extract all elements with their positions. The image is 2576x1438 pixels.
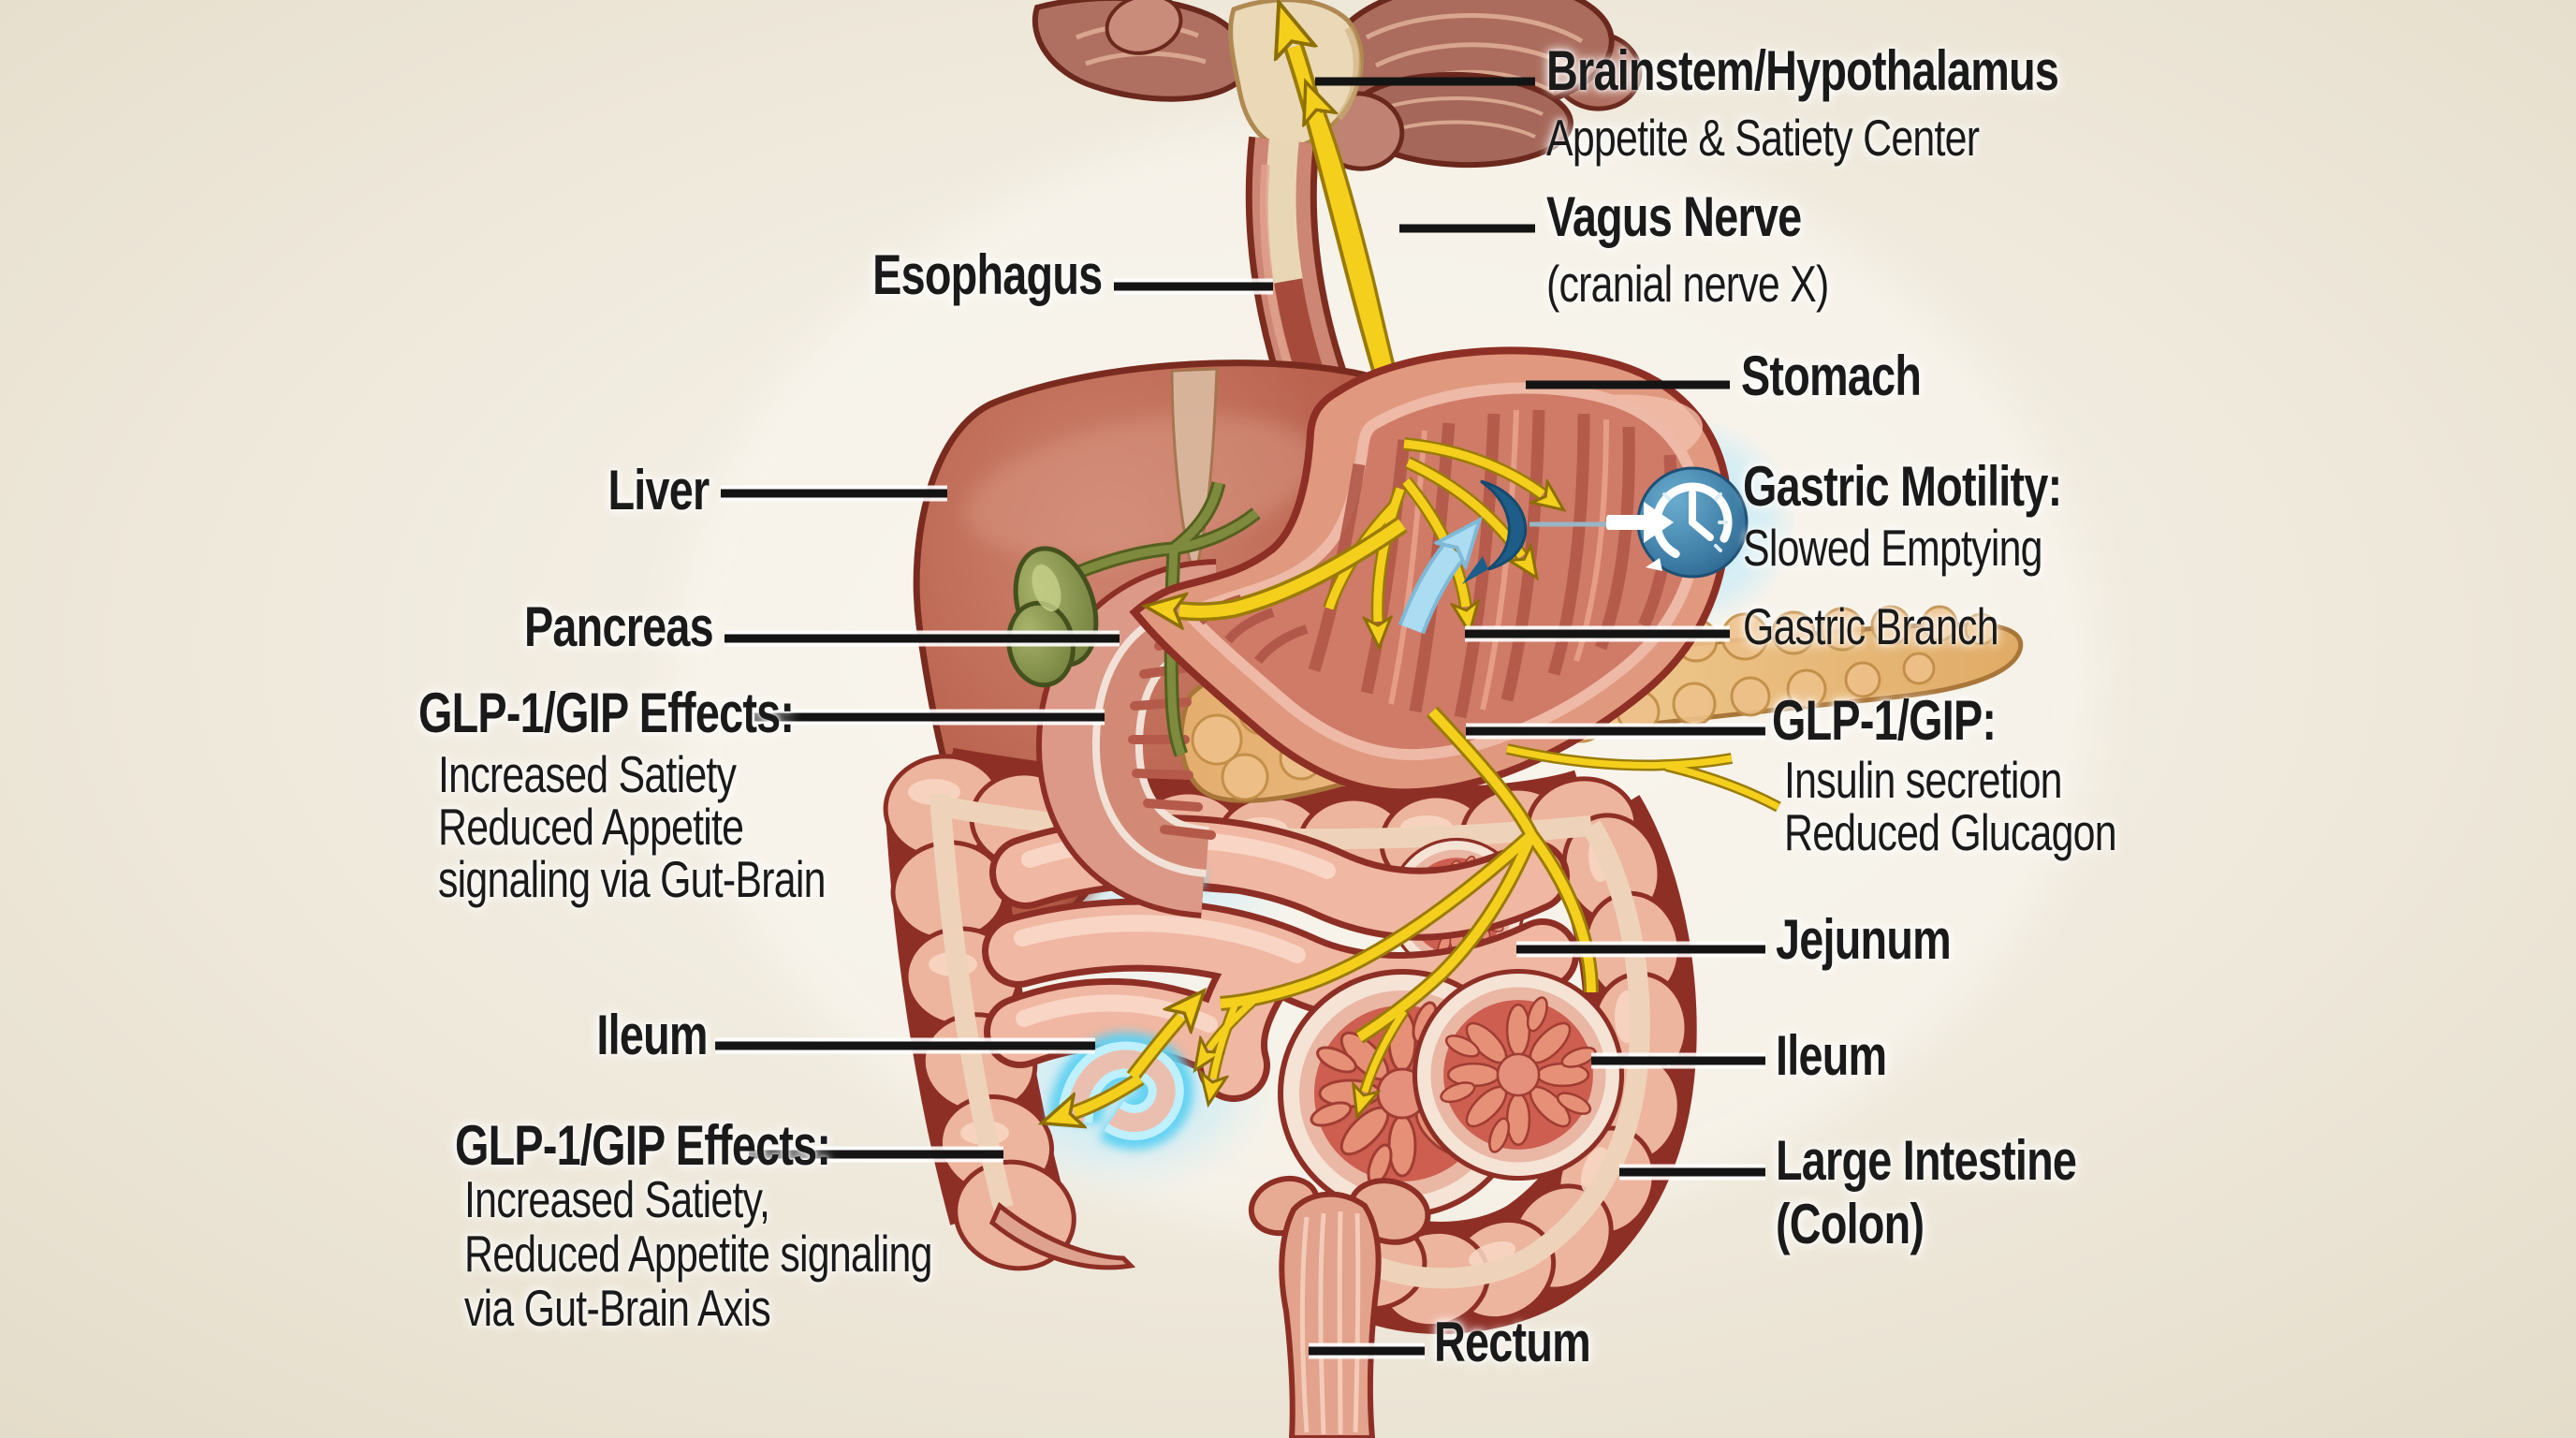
label-gastric-motility-subtitle: Slowed Emptying bbox=[1743, 519, 2043, 577]
dark-blue-crescent-arrow bbox=[1480, 479, 1527, 571]
clock-icon bbox=[1530, 466, 1749, 579]
label-glp1-upper-title: GLP-1/GIP Effects: bbox=[418, 682, 795, 744]
label-large-intestine-subtitle: (Colon) bbox=[1776, 1193, 1925, 1255]
clock-entry-arrow bbox=[1606, 515, 1647, 530]
label-glp1-upper-line2: Reduced Appetite bbox=[438, 798, 744, 856]
label-glp1-right-title: GLP-1/GIP: bbox=[1772, 689, 1997, 752]
label-brainstem-title: Brainstem/Hypothalamus bbox=[1546, 39, 2059, 102]
label-pancreas: Pancreas bbox=[524, 595, 714, 658]
label-glp1-lower-title: GLP-1/GIP Effects: bbox=[455, 1114, 831, 1177]
label-glp1-lower-line3: via Gut-Brain Axis bbox=[464, 1279, 771, 1337]
label-gastric-motility-title: Gastric Motility: bbox=[1743, 455, 2062, 518]
label-vagus-subtitle: (cranial nerve X) bbox=[1546, 255, 1829, 313]
label-jejunum: Jejunum bbox=[1776, 908, 1952, 971]
light-blue-up-arrow bbox=[1401, 550, 1455, 633]
gastric-branch-nerve bbox=[1179, 519, 1406, 611]
label-glp1-lower-line1: Increased Satiety, bbox=[464, 1170, 770, 1228]
slowed-emptying-arrows bbox=[1398, 479, 1527, 635]
label-ileum-left: Ileum bbox=[596, 1004, 709, 1066]
label-esophagus: Esophagus bbox=[871, 243, 1103, 306]
label-glp1-right-line2: Reduced Glucagon bbox=[1784, 803, 2117, 861]
label-large-intestine-title: Large Intestine bbox=[1776, 1129, 2077, 1192]
label-glp1-upper-line3: signaling via Gut-Brain bbox=[438, 850, 826, 908]
label-ileum-right: Ileum bbox=[1776, 1024, 1887, 1087]
esophagus-illustration bbox=[1245, 136, 1349, 398]
gallbladder-illustration bbox=[1006, 481, 1261, 757]
label-liver: Liver bbox=[607, 459, 710, 521]
ileum-glp1-highlight bbox=[1075, 1017, 1181, 1150]
label-glp1-upper-line1: Increased Satiety bbox=[438, 745, 737, 803]
label-gastric-branch: Gastric Branch bbox=[1743, 597, 1999, 655]
intestinal-vagus-plexus bbox=[1209, 706, 1781, 1092]
label-glp1-right-line1: Insulin secretion bbox=[1784, 751, 2063, 809]
label-glp1-lower-line2: Reduced Appetite signaling bbox=[464, 1225, 932, 1283]
label-stomach: Stomach bbox=[1741, 345, 1922, 407]
appendix bbox=[988, 1202, 1136, 1270]
label-rectum: Rectum bbox=[1434, 1311, 1591, 1373]
rectum-illustration bbox=[1248, 1175, 1431, 1438]
label-vagus-title: Vagus Nerve bbox=[1546, 185, 1802, 248]
label-brainstem-subtitle: Appetite & Satiety Center bbox=[1546, 109, 1980, 167]
leader-lines bbox=[715, 77, 1765, 1359]
